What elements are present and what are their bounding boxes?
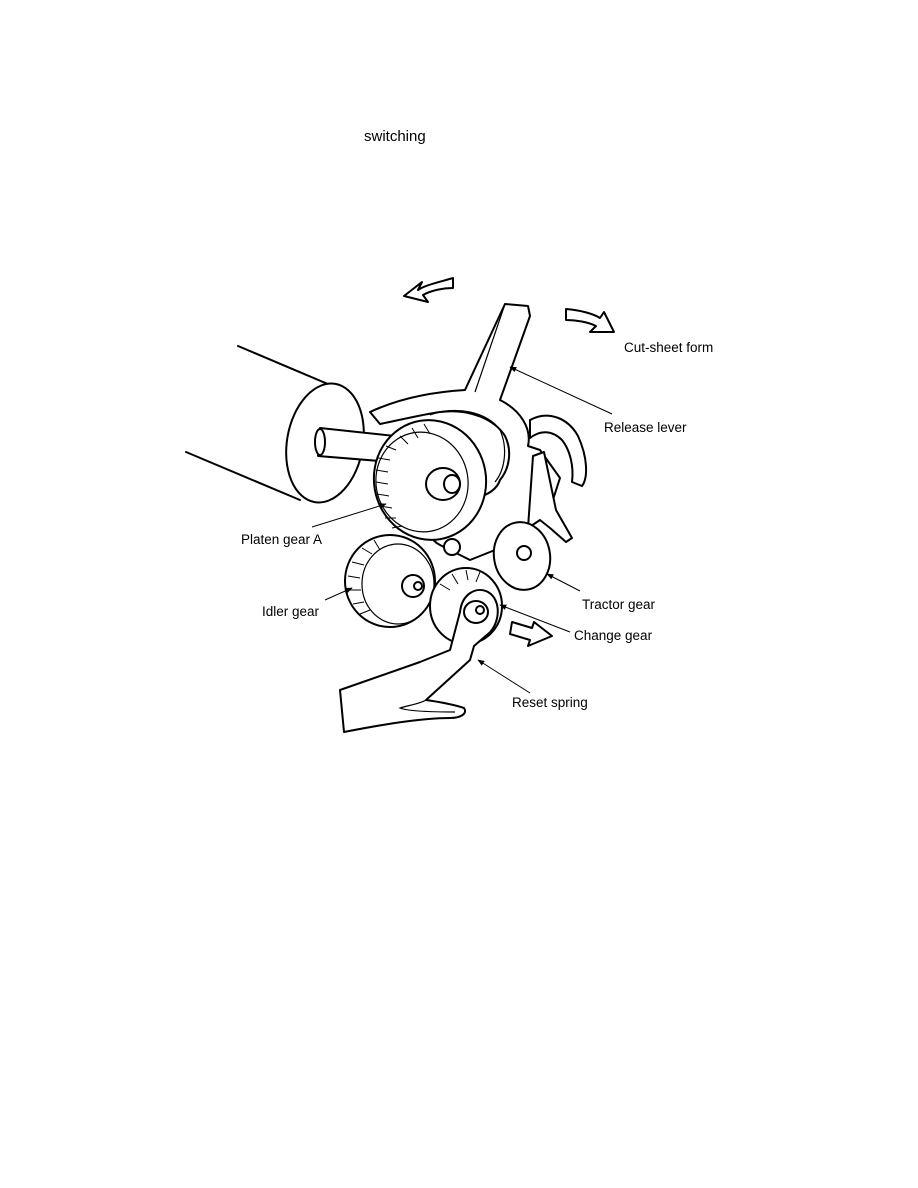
label-release-lever: Release lever	[604, 420, 687, 435]
rotate-left-arrow	[403, 277, 454, 303]
platen-roller	[185, 345, 396, 504]
reset-spring	[339, 589, 499, 733]
tractor-gear	[492, 521, 552, 591]
label-change-gear: Change gear	[574, 628, 653, 643]
rotate-right-arrow	[565, 308, 615, 333]
shift-right-arrow	[509, 621, 553, 647]
idler-gear	[344, 534, 436, 628]
label-platen-gear-a: Platen gear A	[241, 532, 322, 547]
leader-lines	[311, 366, 613, 694]
page-heading: switching	[364, 128, 426, 145]
label-cut-sheet-form: Cut-sheet form	[624, 340, 713, 355]
label-tractor-gear: Tractor gear	[582, 597, 656, 612]
label-idler-gear: Idler gear	[262, 604, 320, 619]
platen-gear-a	[372, 419, 488, 541]
label-reset-spring: Reset spring	[512, 695, 588, 710]
